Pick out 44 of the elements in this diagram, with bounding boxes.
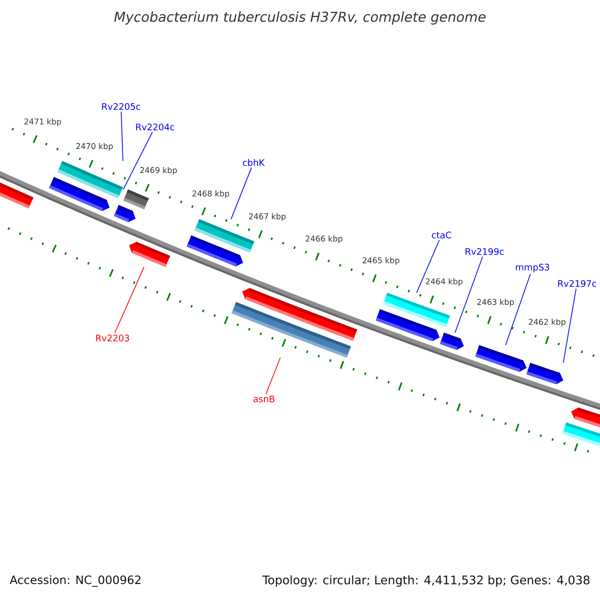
genome-summary: Topology: circular; Length: 4,411,532 bp; Genes: 4,038 (262, 575, 590, 587)
gene-label: cbhK (242, 159, 265, 166)
gene-block (376, 309, 440, 342)
accession-text: Accession: NC_000962 (10, 575, 140, 587)
tick-label: 2466 kbp (306, 235, 342, 244)
leader-line (416, 240, 440, 294)
gene-block (186, 235, 244, 266)
gene-label: Rv2197c (558, 280, 596, 287)
gene-block (232, 302, 351, 358)
gene-label: Rv2203 (96, 334, 130, 342)
gene-block (129, 242, 170, 267)
gene-label: Rv2204c (136, 124, 174, 130)
gene-label: ctaC (432, 232, 452, 238)
leader-line (122, 132, 153, 190)
gene-block (571, 408, 600, 428)
leader-line (120, 111, 124, 162)
leader-line (562, 288, 577, 364)
tick-label: 2470 kbp (76, 142, 113, 151)
tick-label: 2462 kbp (528, 318, 566, 326)
gene-block (440, 332, 464, 350)
leader-line (505, 274, 531, 346)
gene-label: mmpS3 (516, 264, 550, 272)
leader-line (454, 256, 484, 333)
gene-block (114, 205, 136, 222)
tick-label: 2464 kbp (426, 278, 463, 286)
leader-line (230, 167, 252, 220)
leader-line (114, 266, 144, 334)
gene-label: Rv2205c (102, 103, 140, 110)
gene-block (526, 362, 564, 384)
gene-block (49, 176, 110, 211)
tick-label: 2468 kbp (192, 190, 230, 198)
leader-line (266, 357, 281, 394)
tick-label: 2463 kbp (477, 298, 514, 306)
tick-label: 2465 kbp (362, 257, 400, 265)
gene-block (562, 422, 600, 446)
tick-label: 2467 kbp (248, 213, 286, 221)
gene-label: asnB (254, 396, 274, 402)
tick-label: 2469 kbp (140, 166, 177, 175)
gene-label: Rv2199c (466, 248, 504, 255)
gene-block (0, 182, 34, 208)
title: Mycobacterium tuberculosis H37Rv, complete genome (114, 11, 486, 25)
gene-block (475, 345, 527, 372)
gene-block (123, 189, 149, 210)
tick-label: 2471 kbp (24, 118, 62, 126)
